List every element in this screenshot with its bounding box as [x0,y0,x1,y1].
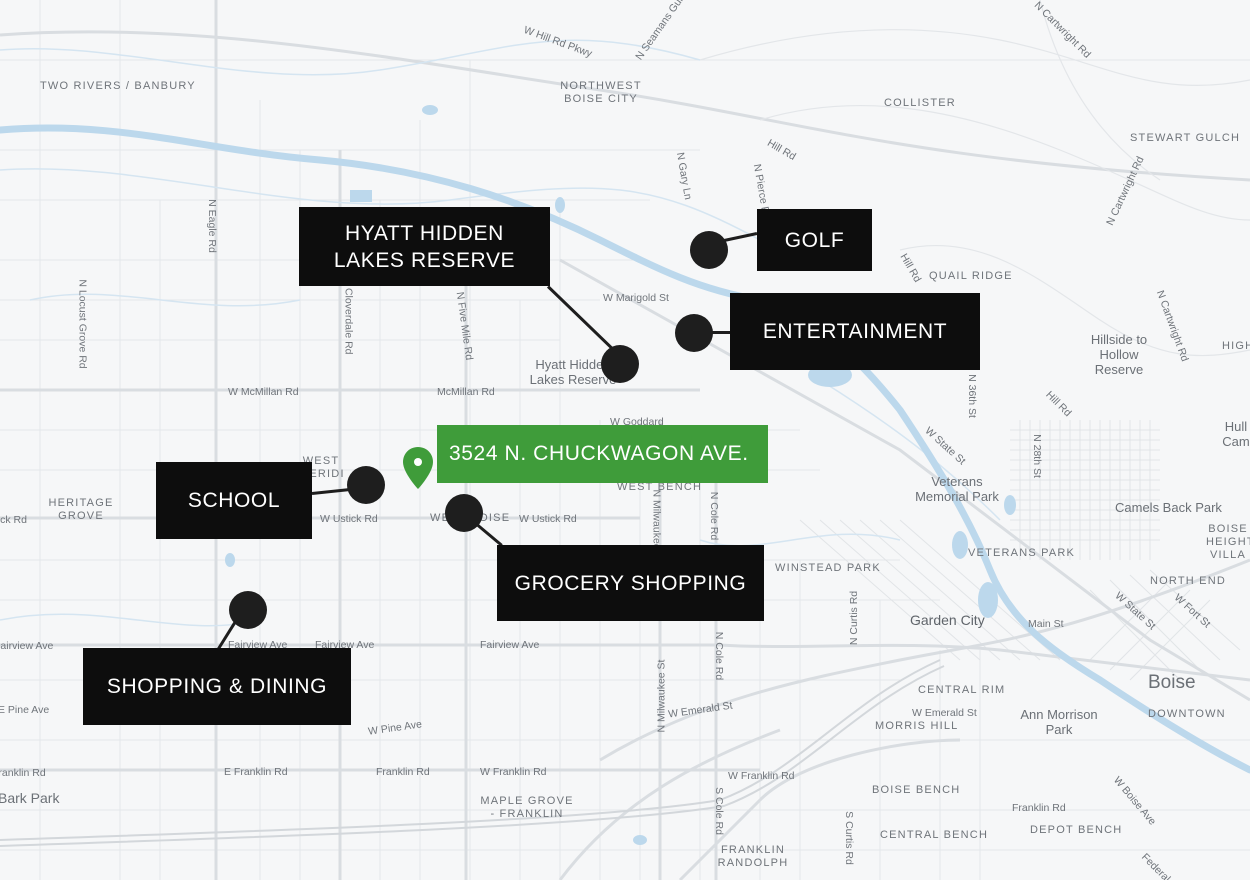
callout-entertainment[interactable]: ENTERTAINMENT [730,293,980,370]
road-label: McMillan Rd [437,386,495,398]
road-label: N Cole Rd [708,491,721,541]
area-label: DOWNTOWN [1148,708,1226,720]
area-label: NORTHWEST BOISE CITY [560,80,642,105]
callout-entertainment-label: ENTERTAINMENT [762,320,948,343]
shopping-marker[interactable] [229,591,267,629]
road-label: Franklin Rd [1012,802,1066,814]
road-label: Main St [1028,618,1064,630]
road-label: Franklin Rd [376,766,430,778]
area-label: HERITAGE GROVE [48,497,114,522]
school-marker[interactable] [347,466,385,504]
highway [0,659,945,847]
road-label: N Curtis Rd [848,590,861,646]
area-label: MAPLE GROVE - FRANKLIN [480,795,574,820]
map-pin-icon[interactable] [402,446,434,495]
road-label: W McMillan Rd [228,386,299,398]
road-label: N 36th St [965,374,978,418]
road-label: N Milwaukee St [655,659,668,733]
road-label: Fairview Ave [480,639,540,651]
area-label: WEST BENCH [617,481,703,493]
callout-shopping[interactable]: SHOPPING & DINING [83,648,351,725]
area-label: CENTRAL RIM [918,684,1006,696]
place-label: Veterans Memorial Park [915,474,999,504]
road-label: N Cloverdale Rd [342,277,355,355]
callout-school-label: SCHOOL [187,489,281,512]
grocery-marker[interactable] [445,494,483,532]
road-label: N 28th St [1030,434,1043,478]
road-label: W Emerald St [912,707,977,719]
road-label: Ustick Rd [0,514,27,526]
road-label: N Locust Grove Rd [76,279,89,369]
callout-shopping-label: SHOPPING & DINING [106,675,328,698]
area-label: MORRIS HILL [875,720,959,732]
area-label: QUAIL RIDGE [929,270,1013,282]
callout-golf-label: GOLF [784,228,845,252]
area-label: NORTH END [1150,575,1226,587]
road-label: W Franklin Rd [728,770,795,782]
road-label: E Franklin Rd [224,766,288,778]
place-label: Ann Morrison Park [1020,707,1098,737]
place-label: Bark Park [0,790,60,806]
callout-hyatt-label: HYATT HIDDEN LAKES RESERVE [333,221,516,272]
road-label: W Ustick Rd [519,513,577,525]
area-label: STEWART GULCH [1130,132,1241,144]
place-label: Garden City [910,612,985,628]
connector-line [694,331,732,334]
hyatt-marker[interactable] [601,345,639,383]
area-label: HIGH [1222,340,1250,352]
road-label: W Marigold St [603,292,669,304]
city-label: Boise [1148,672,1196,693]
place-label: Camels Back Park [1115,500,1222,515]
callout-grocery[interactable]: GROCERY SHOPPING [497,545,764,621]
golf-marker[interactable] [690,231,728,269]
downtown-grid [799,420,1241,681]
callout-school[interactable]: SCHOOL [156,462,312,539]
road-label: W Franklin Rd [480,766,547,778]
place-label: Hyatt Hidden Lakes Reserve [529,357,617,387]
area-label: COLLISTER [884,97,956,109]
callout-golf[interactable]: GOLF [757,209,872,271]
road-label: W Ustick Rd [320,513,378,525]
area-label: BOISE BENCH [872,784,961,796]
place-label: Hillside to Hollow Reserve [1090,332,1148,377]
address-label: 3524 N. CHUCKWAGON AVE. [449,442,749,465]
foothills [699,0,1250,357]
canals [0,39,1001,627]
road-label: S Curtis Rd [842,811,855,865]
callout-hyatt[interactable]: HYATT HIDDEN LAKES RESERVE [299,207,550,286]
area-label: BOISE HEIGHTS VILLA [1206,523,1250,561]
area-label: CENTRAL BENCH [880,829,989,841]
place-label: Hull Cam [1222,419,1250,449]
road-label: N Cole Rd [713,631,726,681]
road-label: Franklin Rd [0,767,46,779]
area-label: FRANKLIN RANDOLPH [717,844,789,869]
area-label: DEPOT BENCH [1030,824,1123,836]
road-label: S Cole Rd [712,787,725,835]
entertainment-marker[interactable] [675,314,713,352]
road-label: Fairview Ave [0,640,54,652]
road-label: N Eagle Rd [205,199,218,253]
road-label: E Pine Ave [0,704,50,716]
area-label: TWO RIVERS / BANBURY [40,80,196,92]
callout-grocery-label: GROCERY SHOPPING [514,571,747,595]
area-label: VETERANS PARK [968,547,1076,559]
area-label: WINSTEAD PARK [775,562,881,574]
address-banner: 3524 N. CHUCKWAGON AVE. [437,425,768,483]
